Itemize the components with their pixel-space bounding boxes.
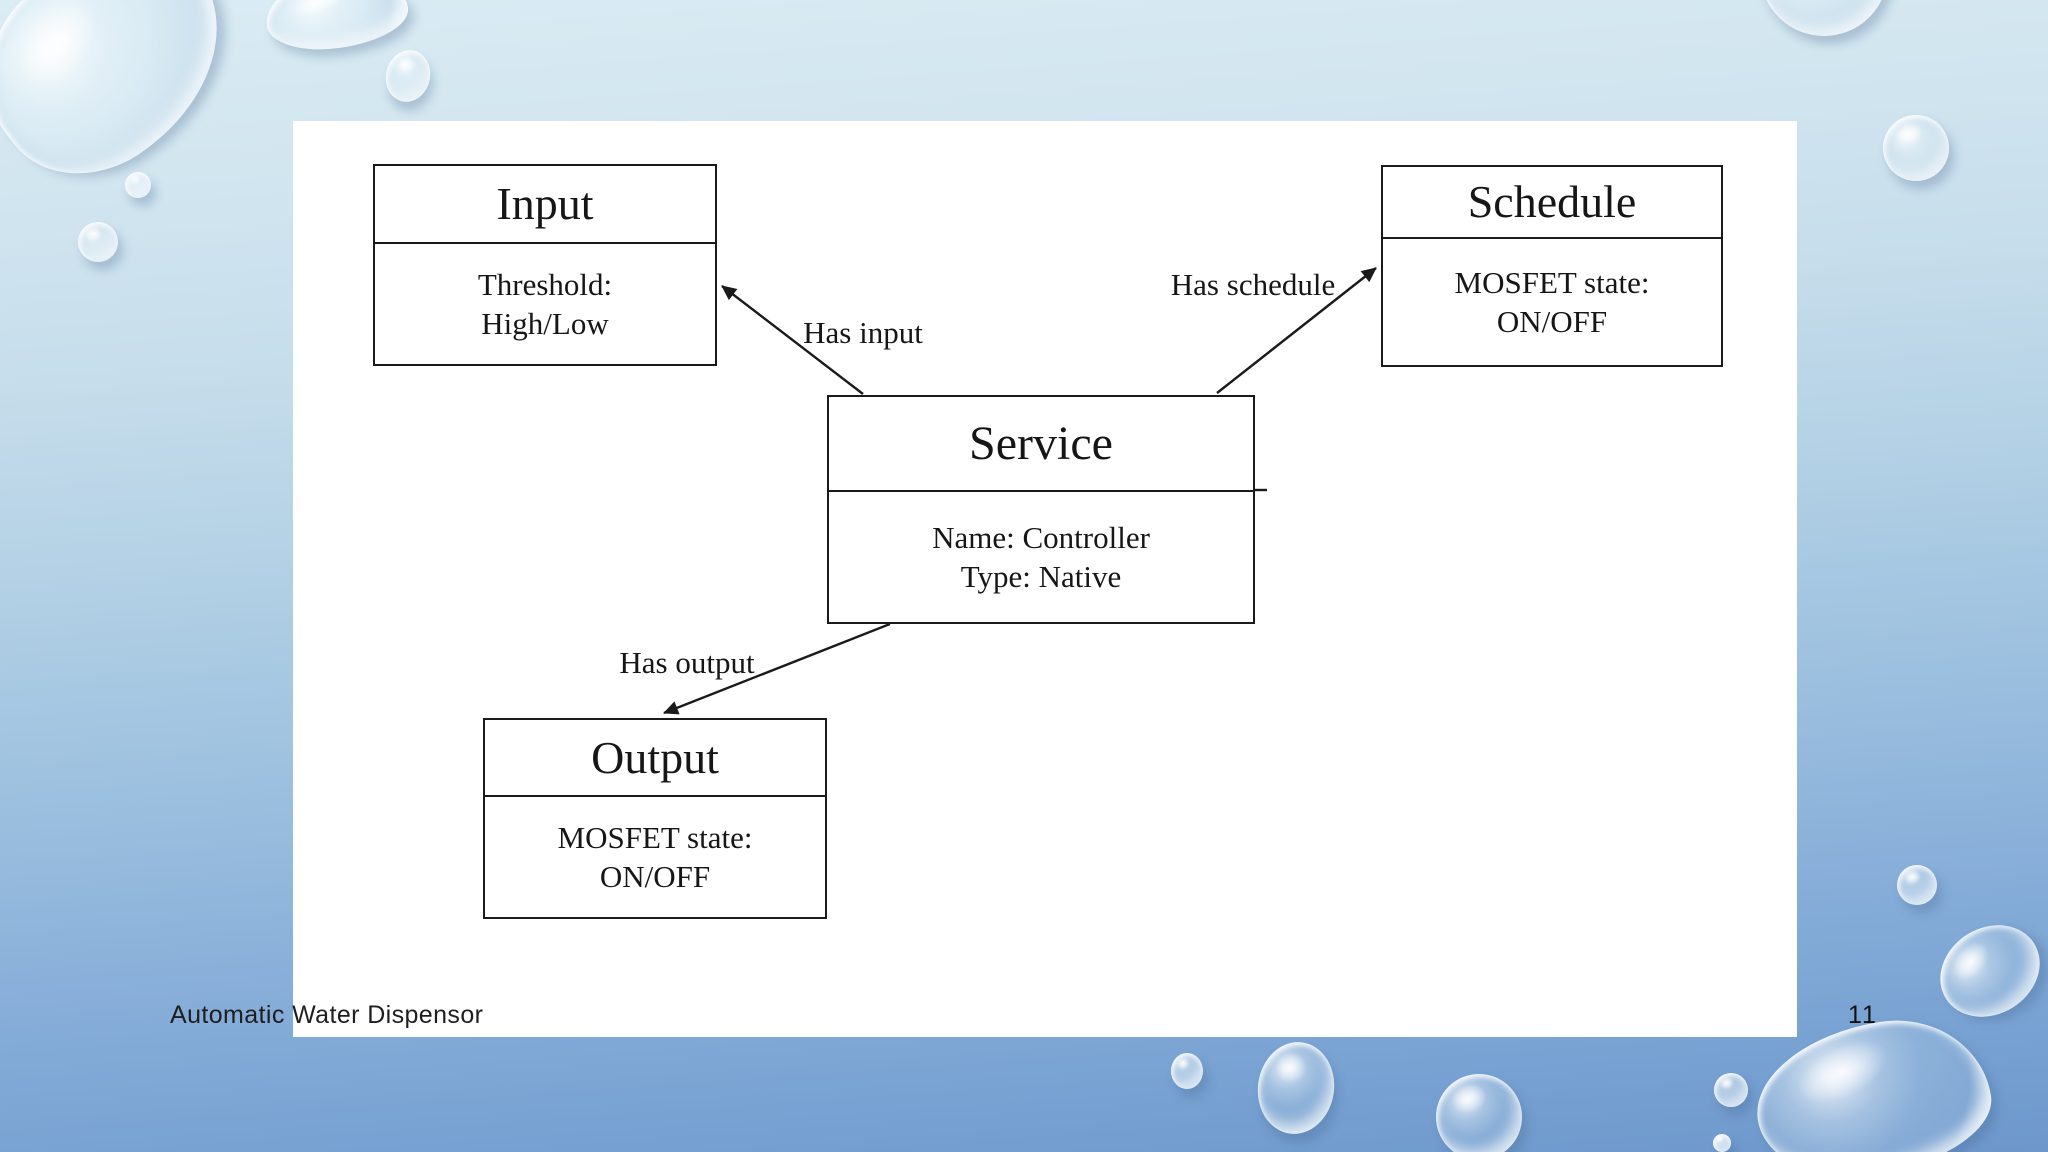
water-droplet	[1713, 1134, 1731, 1152]
class-title: Schedule	[1383, 167, 1721, 239]
class-attribute: MOSFET state:	[557, 820, 753, 855]
page-number: 11	[1848, 1001, 1878, 1029]
class-attribute: Threshold:	[477, 267, 613, 302]
connector-label-has-output: Has output	[619, 645, 755, 680]
class-attribute: Type: Native	[960, 559, 1122, 594]
connector-label-has-schedule: Has schedule	[1170, 267, 1336, 302]
class-attribute: High/Low	[481, 306, 609, 341]
class-title: Output	[485, 720, 825, 797]
water-droplet	[1760, 0, 1888, 36]
water-droplet	[125, 172, 151, 198]
class-attributes: MOSFET state: ON/OFF	[1383, 239, 1721, 365]
class-attribute: Name: Controller	[932, 520, 1150, 555]
water-droplet	[380, 45, 436, 107]
class-title: Input	[375, 166, 715, 244]
water-droplet	[1171, 1053, 1203, 1089]
water-droplet	[1923, 906, 2048, 1036]
class-attribute: ON/OFF	[1496, 304, 1608, 339]
class-box-output: Output MOSFET state: ON/OFF	[483, 718, 827, 919]
connector-label-has-input: Has input	[803, 315, 923, 350]
water-droplet	[1714, 1073, 1748, 1107]
water-droplet	[78, 222, 118, 262]
slide-surface: Input Threshold: High/Low Schedule MOSFE…	[293, 121, 1797, 1037]
class-attributes: MOSFET state: ON/OFF	[485, 797, 825, 917]
class-attribute: MOSFET state:	[1454, 265, 1650, 300]
class-attributes: Name: Controller Type: Native	[829, 492, 1253, 622]
water-droplet	[1883, 115, 1949, 181]
footer-title: Automatic Water Dispensor	[170, 1001, 484, 1029]
water-droplet	[262, 0, 412, 56]
class-title: Service	[829, 397, 1253, 492]
class-box-schedule: Schedule MOSFET state: ON/OFF	[1381, 165, 1723, 367]
water-droplet	[1436, 1074, 1522, 1152]
water-droplet	[1251, 1037, 1341, 1139]
class-attribute: ON/OFF	[599, 859, 711, 894]
class-attributes: Threshold: High/Low	[375, 244, 715, 364]
water-droplet	[1897, 865, 1937, 905]
class-box-service: Service Name: Controller Type: Native	[827, 395, 1255, 624]
class-box-input: Input Threshold: High/Low	[373, 164, 717, 366]
